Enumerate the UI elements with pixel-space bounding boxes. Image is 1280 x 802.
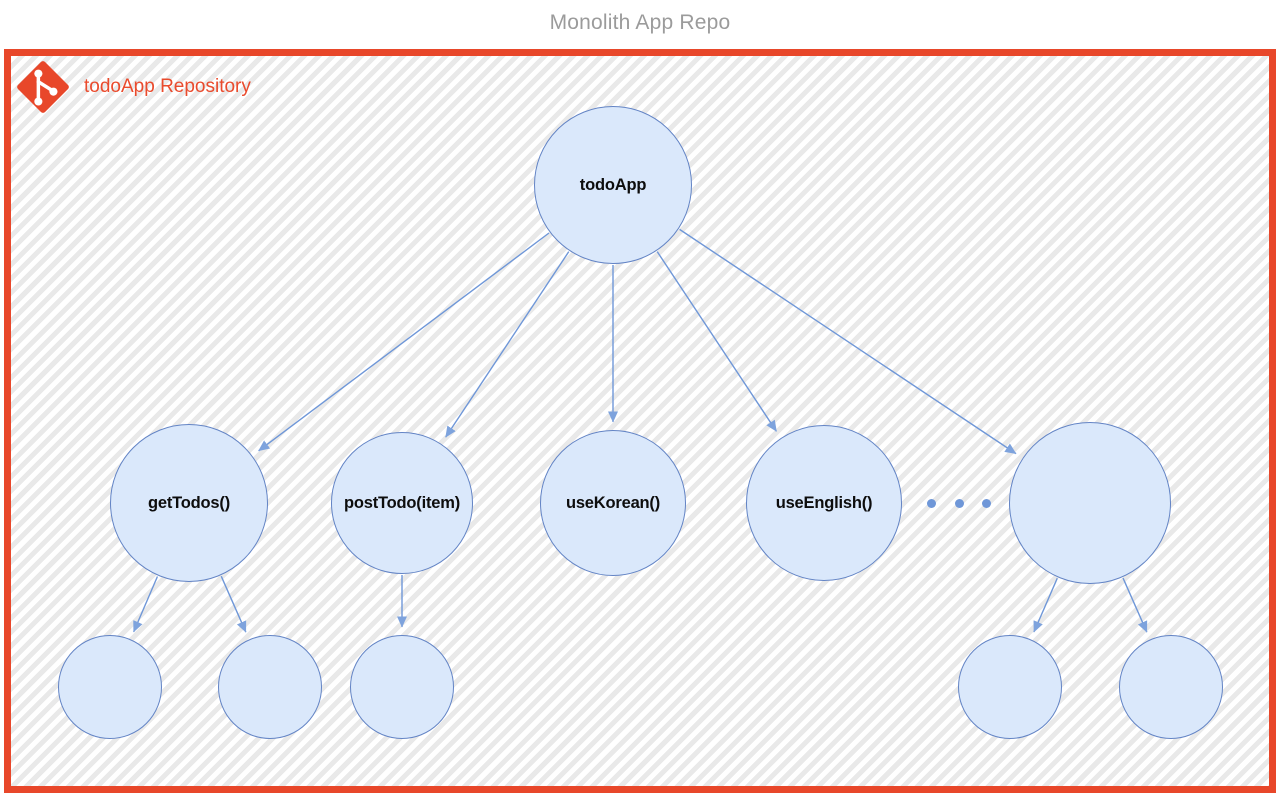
graph-node-leaf-2[interactable] [218,635,322,739]
repository-boundary [4,49,1276,793]
graph-node-leaf-5[interactable] [1119,635,1223,739]
graph-node-useEnglish[interactable]: useEnglish() [746,425,902,581]
graph-node-label: useKorean() [565,493,661,512]
ellipsis-dot-3 [981,498,991,508]
graph-node-leaf-1[interactable] [58,635,162,739]
graph-node-more-module[interactable] [1009,422,1171,584]
repository-header: todoApp Repository [14,58,251,116]
graph-node-useKorean[interactable]: useKorean() [540,430,686,576]
graph-node-postTodo[interactable]: postTodo(item) [331,432,473,574]
ellipsis-dot-2 [954,498,964,508]
graph-node-leaf-3[interactable] [350,635,454,739]
page-title: Monolith App Repo [549,11,731,34]
graph-node-label: useEnglish() [775,493,873,512]
graph-node-getTodos[interactable]: getTodos() [110,424,268,582]
graph-node-label: postTodo(item) [343,493,461,512]
git-logo-icon [17,61,69,113]
graph-node-root[interactable]: todoApp [534,106,692,264]
ellipsis-dot-1 [926,498,936,508]
repository-label: todoApp Repository [84,76,251,97]
graph-node-label: getTodos() [147,493,230,512]
graph-node-label: todoApp [579,175,647,194]
graph-node-leaf-4[interactable] [958,635,1062,739]
